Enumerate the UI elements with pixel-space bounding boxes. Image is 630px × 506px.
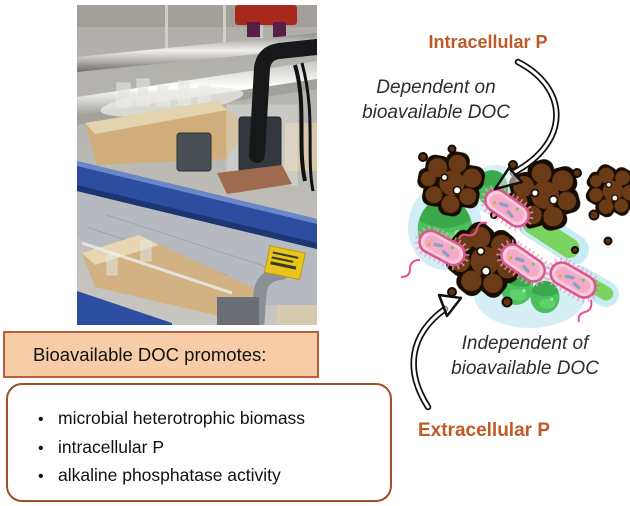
- list-item-text: microbial heterotrophic biomass: [58, 408, 306, 428]
- bullet-marker: •: [38, 411, 44, 428]
- dependent-line1: Dependent on: [376, 77, 496, 98]
- red-fixture: [235, 5, 297, 37]
- independent-line1: Independent of: [461, 333, 589, 354]
- doc-effects-list: • microbial heterotrophic biomass • intrac…: [8, 385, 390, 491]
- lower-flume: [81, 235, 317, 325]
- upper-flume: [85, 101, 317, 194]
- intracellular-p-label: Intracellular P: [428, 32, 548, 52]
- independent-of-doc-text: Independent of bioavailable DOC: [422, 331, 628, 381]
- bullet-marker: •: [38, 439, 44, 457]
- microbial-aggregate-illustration: [400, 58, 630, 411]
- black-hose: [249, 39, 317, 192]
- yellow-warning-label: [263, 245, 306, 281]
- arrow-extracellular: [410, 293, 463, 411]
- list-item-text: alkaline phosphatase activity: [58, 465, 281, 485]
- doc-promotes-heading: Bioavailable DOC promotes:: [33, 343, 267, 365]
- blue-rail-lower: [77, 291, 172, 325]
- flume-photo: [77, 5, 317, 325]
- doc-effects-box: • microbial heterotrophic biomass • intrac…: [6, 383, 392, 502]
- list-item: • alkaline phosphatase activity: [38, 462, 390, 491]
- extracellular-p-label: Extracellular P: [417, 420, 551, 441]
- dependent-line2: bioavailable DOC: [362, 102, 510, 123]
- list-item: • intracellular P: [38, 434, 390, 463]
- flume-photo-art: [77, 5, 317, 325]
- organic-matter-beads: [418, 144, 613, 308]
- list-item-text: intracellular P: [58, 436, 165, 457]
- list-item: • microbial heterotrophic biomass: [38, 405, 390, 434]
- independent-line2: bioavailable DOC: [451, 358, 599, 379]
- arrow-intracellular: [493, 58, 560, 191]
- blue-rail-upper: [77, 161, 317, 249]
- dependent-on-doc-text: Dependent on bioavailable DOC: [330, 75, 542, 125]
- bullet-marker: •: [38, 468, 44, 485]
- pink-bacteria: [400, 182, 602, 323]
- doc-promotes-box: Bioavailable DOC promotes:: [3, 331, 319, 378]
